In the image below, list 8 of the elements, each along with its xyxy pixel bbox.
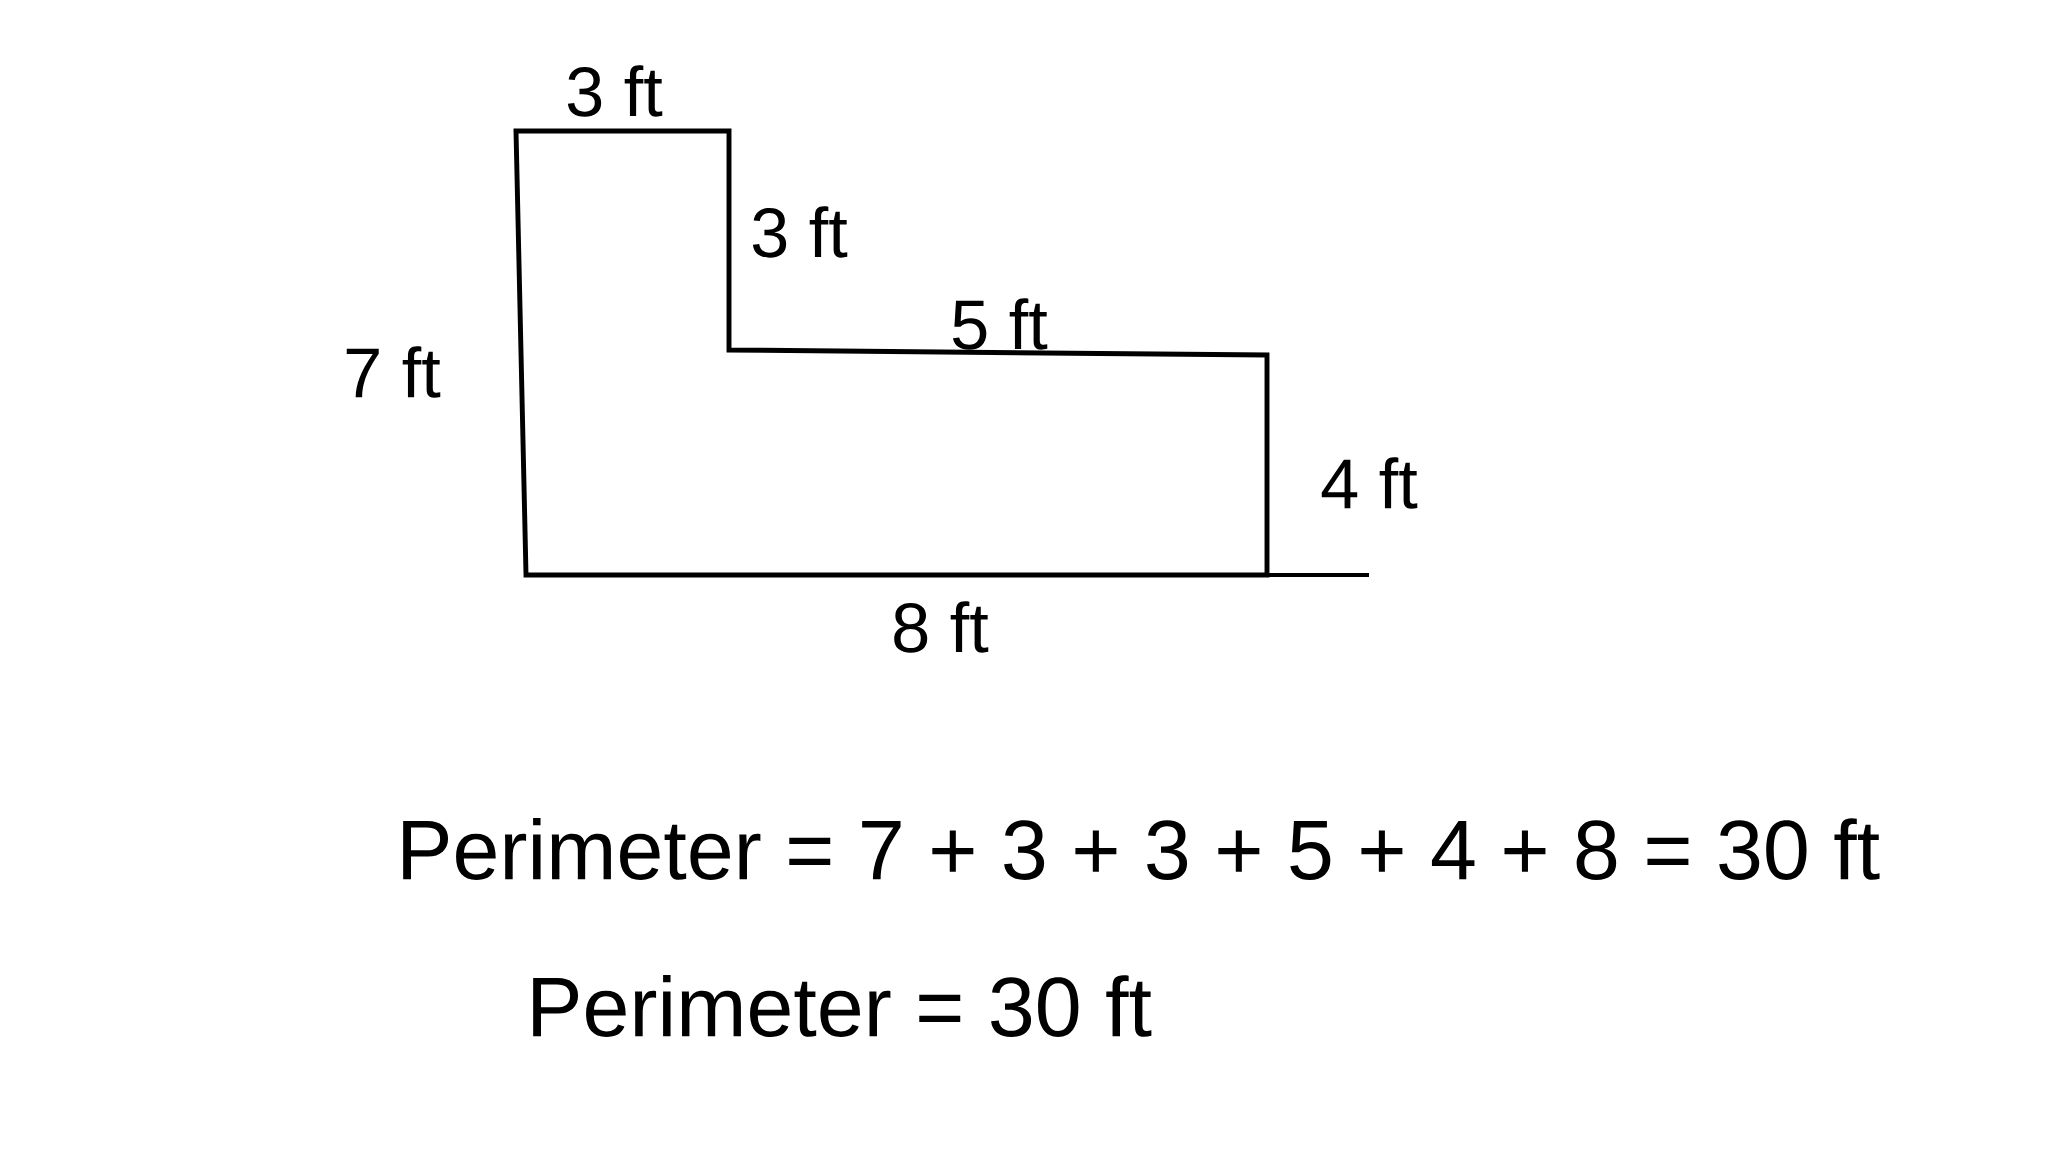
dimension-label: 3 ft [567,65,663,117]
dimension-label: 8 ft [894,601,989,653]
dimension-label: 4 ft [1321,457,1418,509]
dimension-label: 7 ft [346,346,441,398]
dimension-label: 5 ft [953,298,1048,350]
equation: Perimeter = 7 + 3 + 3 + 5 + 4 + 8 = 30 ft [403,818,1880,880]
equation: Perimeter = 30 ft [533,975,1152,1037]
dimension-label: 3 ft [752,206,848,258]
